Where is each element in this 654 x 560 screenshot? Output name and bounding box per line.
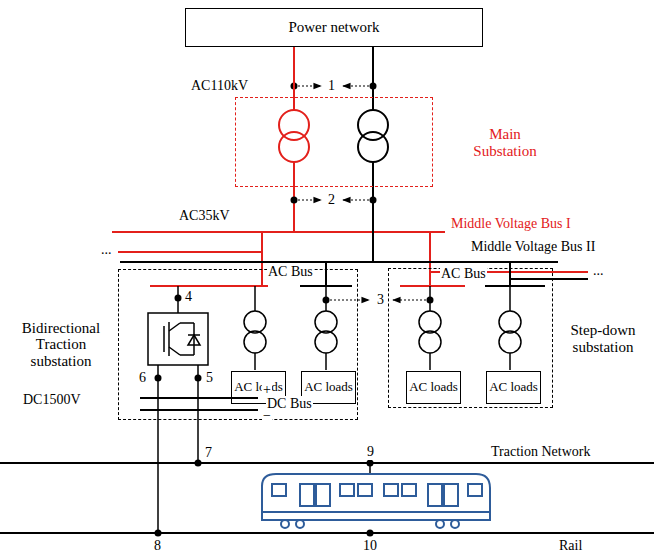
diagram-label: Traction Network bbox=[490, 444, 591, 460]
diagram-label: AC Bus bbox=[440, 266, 487, 282]
network-box: Power network bbox=[185, 8, 483, 47]
diagram-label: Middle Voltage Bus I bbox=[450, 216, 572, 232]
load-box: AC loads bbox=[486, 371, 541, 404]
diagram-label: Middle Voltage Bus II bbox=[470, 239, 596, 255]
diagram-label: 10 bbox=[362, 538, 378, 554]
diagram-label: 5 bbox=[205, 370, 214, 386]
distribution-transformers bbox=[244, 286, 521, 370]
traction-lines bbox=[0, 463, 654, 533]
box-label: AC loads bbox=[234, 380, 283, 394]
diagram-label: 4 bbox=[184, 289, 193, 305]
black-transformer bbox=[120, 97, 588, 286]
measurement-dots bbox=[155, 83, 434, 537]
diagram-label: DC1500V bbox=[22, 392, 82, 408]
diagram-label: AC110kV bbox=[190, 78, 249, 94]
diagram-label: 2 bbox=[327, 192, 336, 208]
power-line bbox=[372, 47, 374, 97]
diagram-label: AC35kV bbox=[178, 208, 231, 224]
diagram-label: 6 bbox=[138, 370, 147, 386]
diagram-label: ... bbox=[592, 263, 605, 279]
power-line bbox=[293, 47, 295, 97]
train-illustration bbox=[262, 474, 490, 528]
box-label: AC loads bbox=[409, 380, 458, 394]
diagram-label: 8 bbox=[153, 538, 162, 554]
box-label: AC loads bbox=[304, 380, 353, 394]
diagram-label: 3 bbox=[376, 292, 385, 308]
region-heading: Step-down substation bbox=[562, 322, 644, 355]
diagram-label: 7 bbox=[204, 445, 213, 461]
box-label: Power network bbox=[288, 19, 379, 36]
substation-region: Main Substation bbox=[235, 97, 433, 187]
region-heading: Main Substation bbox=[464, 126, 546, 159]
substation-region: Bidirectional Traction substationAC load… bbox=[118, 269, 358, 420]
region-heading: Bidirectional Traction substation bbox=[7, 320, 115, 370]
diagram-label: ... bbox=[100, 242, 113, 258]
red-transformer bbox=[112, 97, 588, 286]
box-label: AC loads bbox=[489, 380, 538, 394]
diagram-label: AC Bus bbox=[267, 264, 314, 280]
diagram-label: Rail bbox=[558, 538, 583, 554]
diagram-label: − bbox=[262, 408, 272, 424]
load-box: AC loads bbox=[406, 371, 461, 404]
diagram-label: 9 bbox=[366, 444, 375, 460]
inverter-symbol bbox=[140, 286, 258, 533]
substation-region: Step-down substationAC loadsAC loads bbox=[388, 268, 553, 408]
diagram-label: 1 bbox=[327, 78, 336, 94]
diagram-label: DC Bus bbox=[266, 396, 313, 412]
